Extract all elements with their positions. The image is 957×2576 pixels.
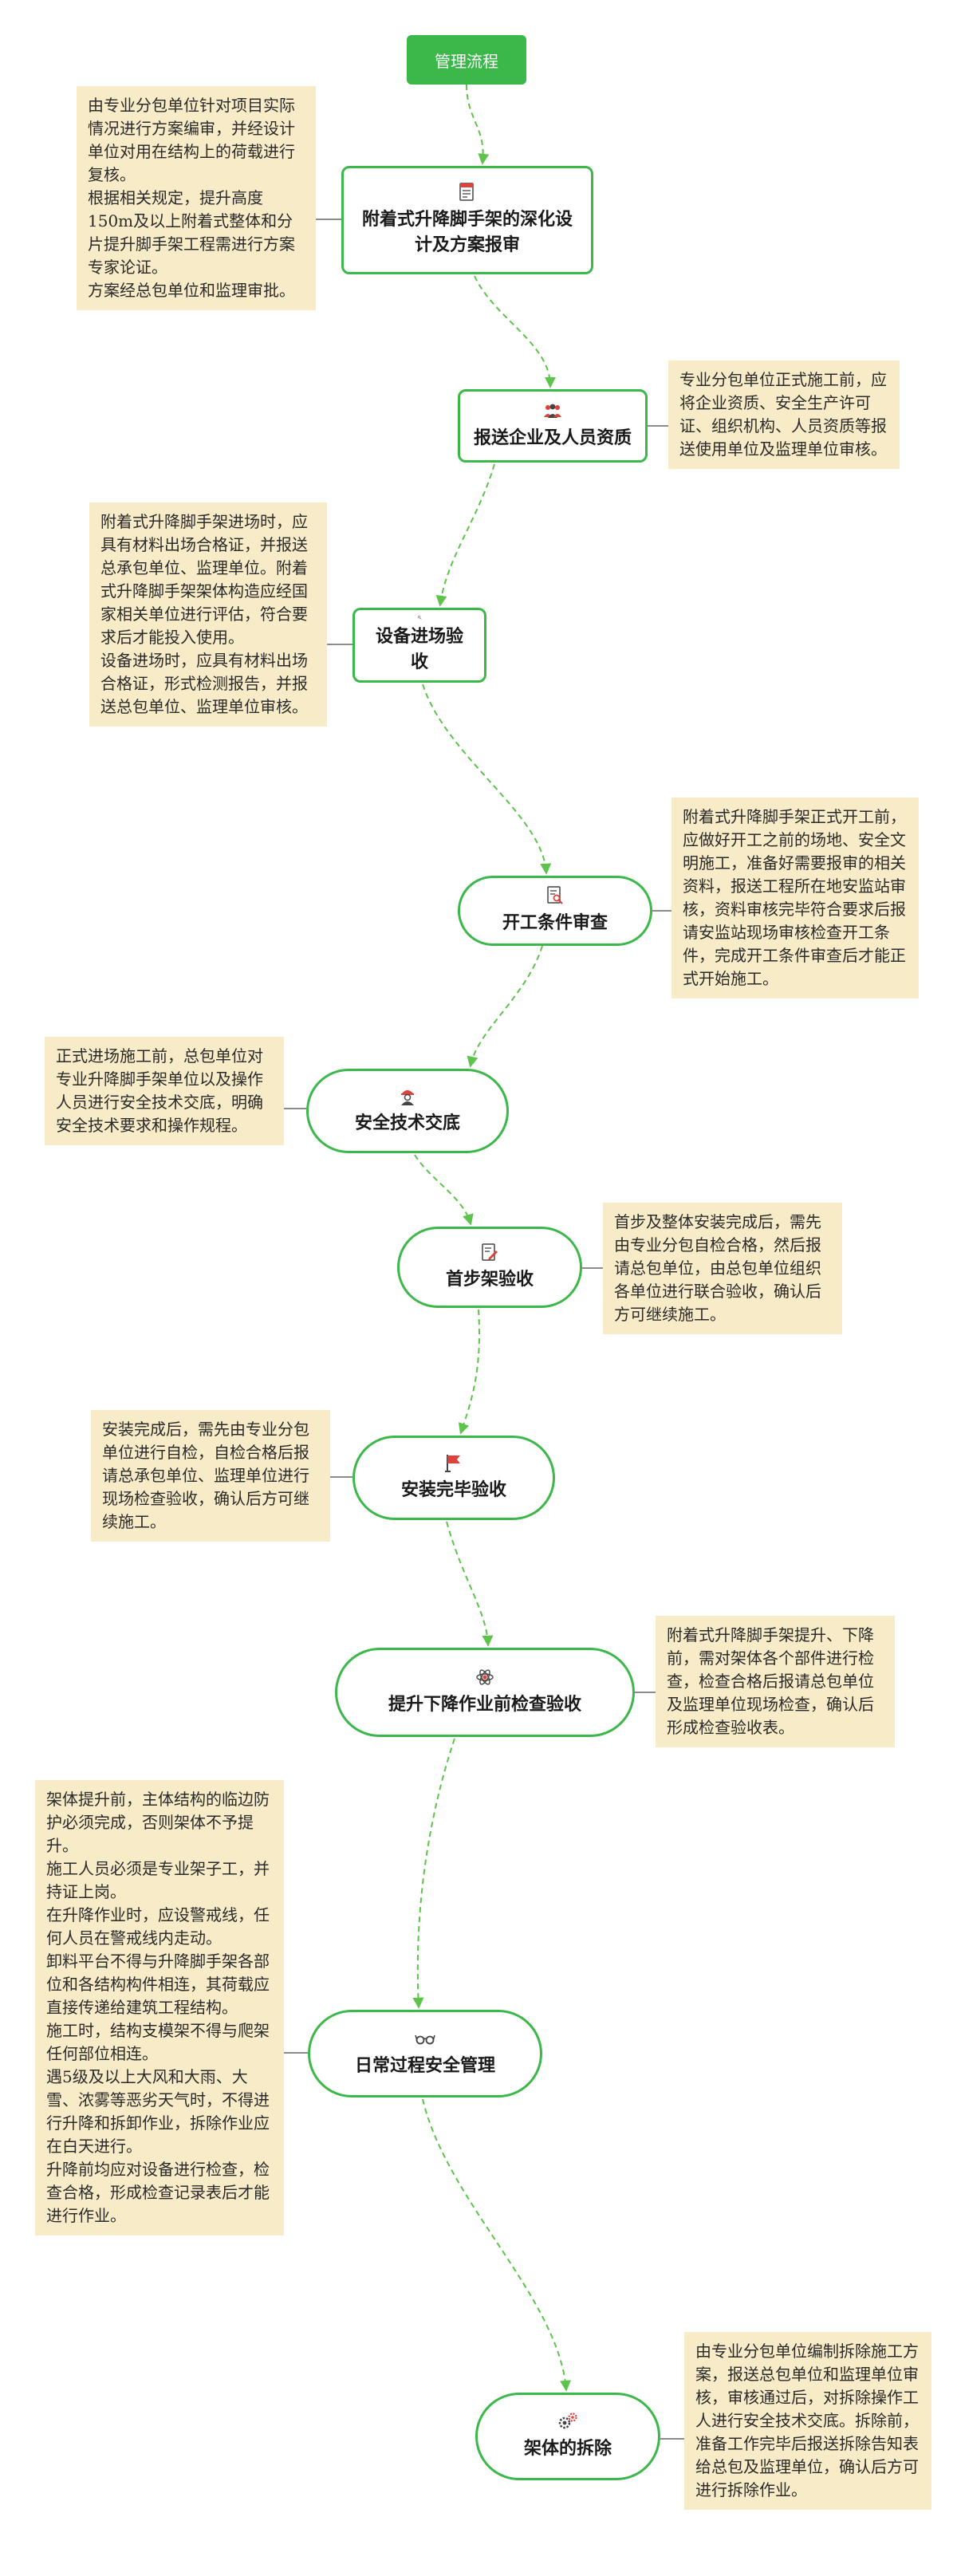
note-n10: 由专业分包单位编制拆除施工方案，报送总包单位和监理单位审核，审核通过后，对拆除操… [684, 2332, 931, 2510]
step-s3-label: 设备进场验收 [375, 626, 463, 673]
step-s7-label: 安装完毕验收 [400, 1479, 506, 1501]
step-s2-node: 报送企业及人员资质 [458, 389, 648, 463]
connector-s3-s4 [422, 683, 552, 875]
note-n7-line: 安装完成后，需先由专业分包单位进行自检，自检合格后报请总承包单位、监理单位进行现… [102, 1420, 309, 1531]
connector-s8-s9 [412, 1738, 455, 2009]
worker-icon [401, 1090, 414, 1106]
step-s5-node: 安全技术交底 [306, 1069, 509, 1153]
connector-s1-s2 [474, 275, 556, 388]
connector-s7-s8 [446, 1521, 494, 1647]
connector-root-s1 [466, 84, 490, 165]
note-n4-line: 附着式升降脚手架正式开工前，应做好开工之前的场地、安全文明施工，准备好需要报审的… [683, 807, 906, 988]
step-s6-label: 首步架验收 [445, 1269, 534, 1290]
connector-s2-s3 [435, 463, 495, 607]
note-n8: 附着式升降脚手架提升、下降前，需对架体各个部件进行检查，检查合格后报请总包单位及… [656, 1616, 895, 1747]
note-n8-line: 附着式升降脚手架提升、下降前，需对架体各个部件进行检查，检查合格后报请总包单位及… [667, 1625, 874, 1737]
document-search-icon [547, 886, 563, 904]
note-n3: 附着式升降脚手架进场时，应具有材料出场合格证，并报送总承包单位、监理单位。附着式… [89, 502, 327, 727]
note-n9-line: 施工人员必须是专业架子工，并持证上岗。 [46, 1859, 270, 1901]
note-n3-line: 设备进场时，应具有材料出场合格证，形式检测报告，并报送总包单位、监理单位审核。 [100, 651, 308, 716]
connector-s6-s7 [458, 1309, 480, 1435]
step-s4-label: 开工条件审查 [502, 912, 608, 934]
note-n9-line: 遇5级及以上大风和大雨、大雪、浓雾等恶劣天气时，不得进行升降和拆卸作业，拆除作业… [46, 2067, 270, 2156]
magnifier-icon [417, 615, 422, 620]
document-edit-icon [482, 1243, 498, 1261]
gears-icon [558, 2413, 577, 2429]
step-s6-node: 首步架验收 [397, 1227, 582, 1308]
flag-icon [445, 1455, 460, 1473]
note-n9: 架体提升前，主体结构的临边防护必须完成，否则架体不予提升。 施工人员必须是专业架… [35, 1780, 284, 2235]
note-n1-line: 根据相关规定，提升高度150m及以上附着式整体和分片提升脚手架工程需进行方案专家… [88, 188, 295, 277]
note-n1-line: 由专业分包单位针对项目实际情况进行方案编审，并经设计单位对用在结构上的荷载进行复… [88, 96, 295, 184]
note-n9-line: 升降前均应对设备进行检查，检查合格，形成检查记录表后才能进行作业。 [46, 2160, 270, 2225]
note-n1: 由专业分包单位针对项目实际情况进行方案编审，并经设计单位对用在结构上的荷载进行复… [77, 86, 316, 310]
people-icon [544, 404, 561, 419]
note-n9-line: 施工时，结构支模架不得与爬架任何部位相连。 [46, 2021, 270, 2063]
step-s10-node: 架体的拆除 [475, 2393, 660, 2480]
step-s7-node: 安装完毕验收 [352, 1436, 555, 1520]
note-n10-line: 由专业分包单位编制拆除施工方案，报送总包单位和监理单位审核，审核通过后，对拆除操… [695, 2342, 919, 2499]
note-n5: 正式进场施工前，总包单位对专业升降脚手架单位以及操作人员进行安全技术交底，明确安… [45, 1037, 284, 1145]
step-s5-label: 安全技术交底 [354, 1113, 460, 1134]
step-s8-node: 提升下降作业前检查验收 [335, 1648, 635, 1737]
note-n9-line: 卸料平台不得与升降脚手架各部位和各结构构件相连，其荷载应直接传递给建筑工程结构。 [46, 1952, 270, 2017]
step-s1-node: 附着式升降脚手架的深化设计及方案报审 [341, 166, 593, 274]
connector-s5-s6 [414, 1154, 474, 1226]
note-n4: 附着式升降脚手架正式开工前，应做好开工之前的场地、安全文明施工，准备好需要报审的… [671, 798, 919, 998]
note-n1-line: 方案经总包单位和监理审批。 [88, 281, 295, 300]
document-icon [459, 183, 474, 201]
step-s1-label: 附着式升降脚手架的深化设计及方案报审 [361, 209, 573, 255]
atom-icon [476, 1669, 494, 1685]
connector-s9-s10 [422, 2098, 571, 2392]
step-s3-node: 设备进场验收 [352, 608, 486, 683]
note-n9-line: 在升降作业时，应设警戒线，任何人员在警戒线内走动。 [46, 1905, 270, 1948]
step-s4-node: 开工条件审查 [458, 876, 652, 946]
note-n9-line: 架体提升前，主体结构的临边防护必须完成，否则架体不予提升。 [46, 1790, 270, 1855]
note-n2-line: 专业分包单位正式施工前，应将企业资质、安全生产许可证、组织机构、人员资质等报送使… [679, 370, 887, 459]
note-n5-line: 正式进场施工前，总包单位对专业升降脚手架单位以及操作人员进行安全技术交底，明确安… [56, 1046, 263, 1135]
step-s9-label: 日常过程安全管理 [354, 2055, 495, 2077]
note-n6-line: 首步及整体安装完成后，需先由专业分包自检合格，然后报请总包单位，由总包单位组织各… [614, 1212, 821, 1324]
root-label: 管理流程 [435, 51, 498, 71]
glasses-icon [415, 2034, 435, 2045]
root-node: 管理流程 [407, 35, 526, 85]
note-n7: 安装完成后，需先由专业分包单位进行自检，自检合格后报请总承包单位、监理单位进行现… [91, 1410, 330, 1542]
step-s8-label: 提升下降作业前检查验收 [388, 1694, 581, 1715]
note-n3-line: 附着式升降脚手架进场时，应具有材料出场合格证，并报送总承包单位、监理单位。附着式… [100, 512, 308, 647]
note-n2: 专业分包单位正式施工前，应将企业资质、安全生产许可证、组织机构、人员资质等报送使… [668, 360, 900, 469]
note-n6: 首步及整体安装完成后，需先由专业分包自检合格，然后报请总包单位，由总包单位组织各… [603, 1203, 842, 1334]
step-s10-label: 架体的拆除 [523, 2438, 612, 2460]
step-s2-label: 报送企业及人员资质 [473, 427, 632, 449]
step-s9-node: 日常过程安全管理 [308, 2010, 542, 2097]
connector-s4-s5 [467, 945, 543, 1068]
